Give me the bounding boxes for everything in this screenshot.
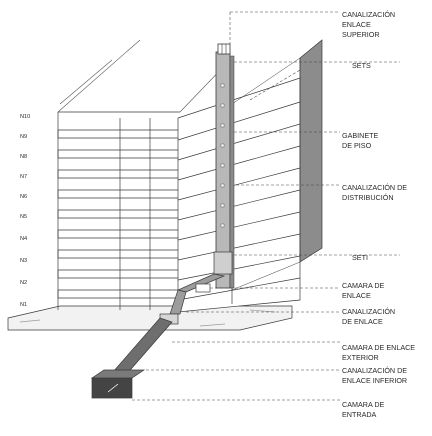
label-camara-de-enlace-exterior-2: EXTERIOR [342, 353, 379, 362]
label-camara-de-enlace-2: ENLACE [342, 291, 371, 300]
label-canalizacion-de-enlace-inferior-2: ENLACE INFERIOR [342, 376, 407, 385]
label-canalizacion-de-enlace-1: CANALIZACIÓN [342, 307, 395, 316]
label-camara-de-enlace-1: CAMARA DE [342, 281, 385, 290]
enlace-conduit [169, 273, 226, 315]
building-outline [57, 39, 231, 113]
level-label-n7: N7 [20, 174, 27, 180]
level-label-n5: N5 [20, 214, 27, 220]
label-camara-de-entrada-2: ENTRADA [342, 410, 377, 419]
label-gabinete-de-piso-1: GABINETE [342, 131, 379, 140]
label-canalizacion-enlace-superior-3: SUPERIOR [342, 30, 380, 39]
level-label-n8: N8 [20, 154, 27, 160]
label-canalizacion-de-enlace-inferior-1: CANALIZACIÓN DE [342, 366, 407, 375]
component-labels: CANALIZACIÓN ENLACE SUPERIOR SETS GABINE… [342, 10, 415, 419]
label-canalizacion-enlace-superior-1: CANALIZACIÓN [342, 10, 395, 19]
label-canalizacion-de-distribucion-1: CANALIZACIÓN DE [342, 183, 407, 192]
level-label-n10: N10 [20, 114, 30, 120]
label-canalizacion-de-distribucion-2: DISTRIBUCIÓN [342, 193, 394, 202]
level-label-n2: N2 [20, 280, 27, 286]
side-wall [231, 39, 323, 291]
level-labels: N10 N9 N8 N7 N6 N5 N4 N3 N2 N1 [20, 114, 30, 308]
label-gabinete-de-piso-2: DE PISO [342, 141, 372, 150]
level-label-n4: N4 [20, 236, 27, 242]
level-label-n9: N9 [20, 134, 27, 140]
label-canalizacion-enlace-superior-2: ENLACE [342, 20, 371, 29]
riser-shaft [213, 43, 235, 289]
label-canalizacion-de-enlace-2: DE ENLACE [342, 317, 383, 326]
leader-lines [132, 11, 400, 401]
floor-cabinets [220, 83, 225, 228]
underground-conduit [90, 313, 179, 399]
label-camara-de-enlace-exterior-1: CAMARA DE ENLACE [342, 343, 415, 352]
label-sets: SETS [352, 61, 371, 70]
section-plane [177, 77, 301, 313]
label-seti: SETI [352, 253, 368, 262]
level-label-n1: N1 [20, 302, 27, 308]
level-label-n3: N3 [20, 258, 27, 264]
level-label-n6: N6 [20, 194, 27, 200]
label-camara-de-entrada-1: CAMARA DE [342, 400, 385, 409]
building-floors [57, 111, 181, 310]
